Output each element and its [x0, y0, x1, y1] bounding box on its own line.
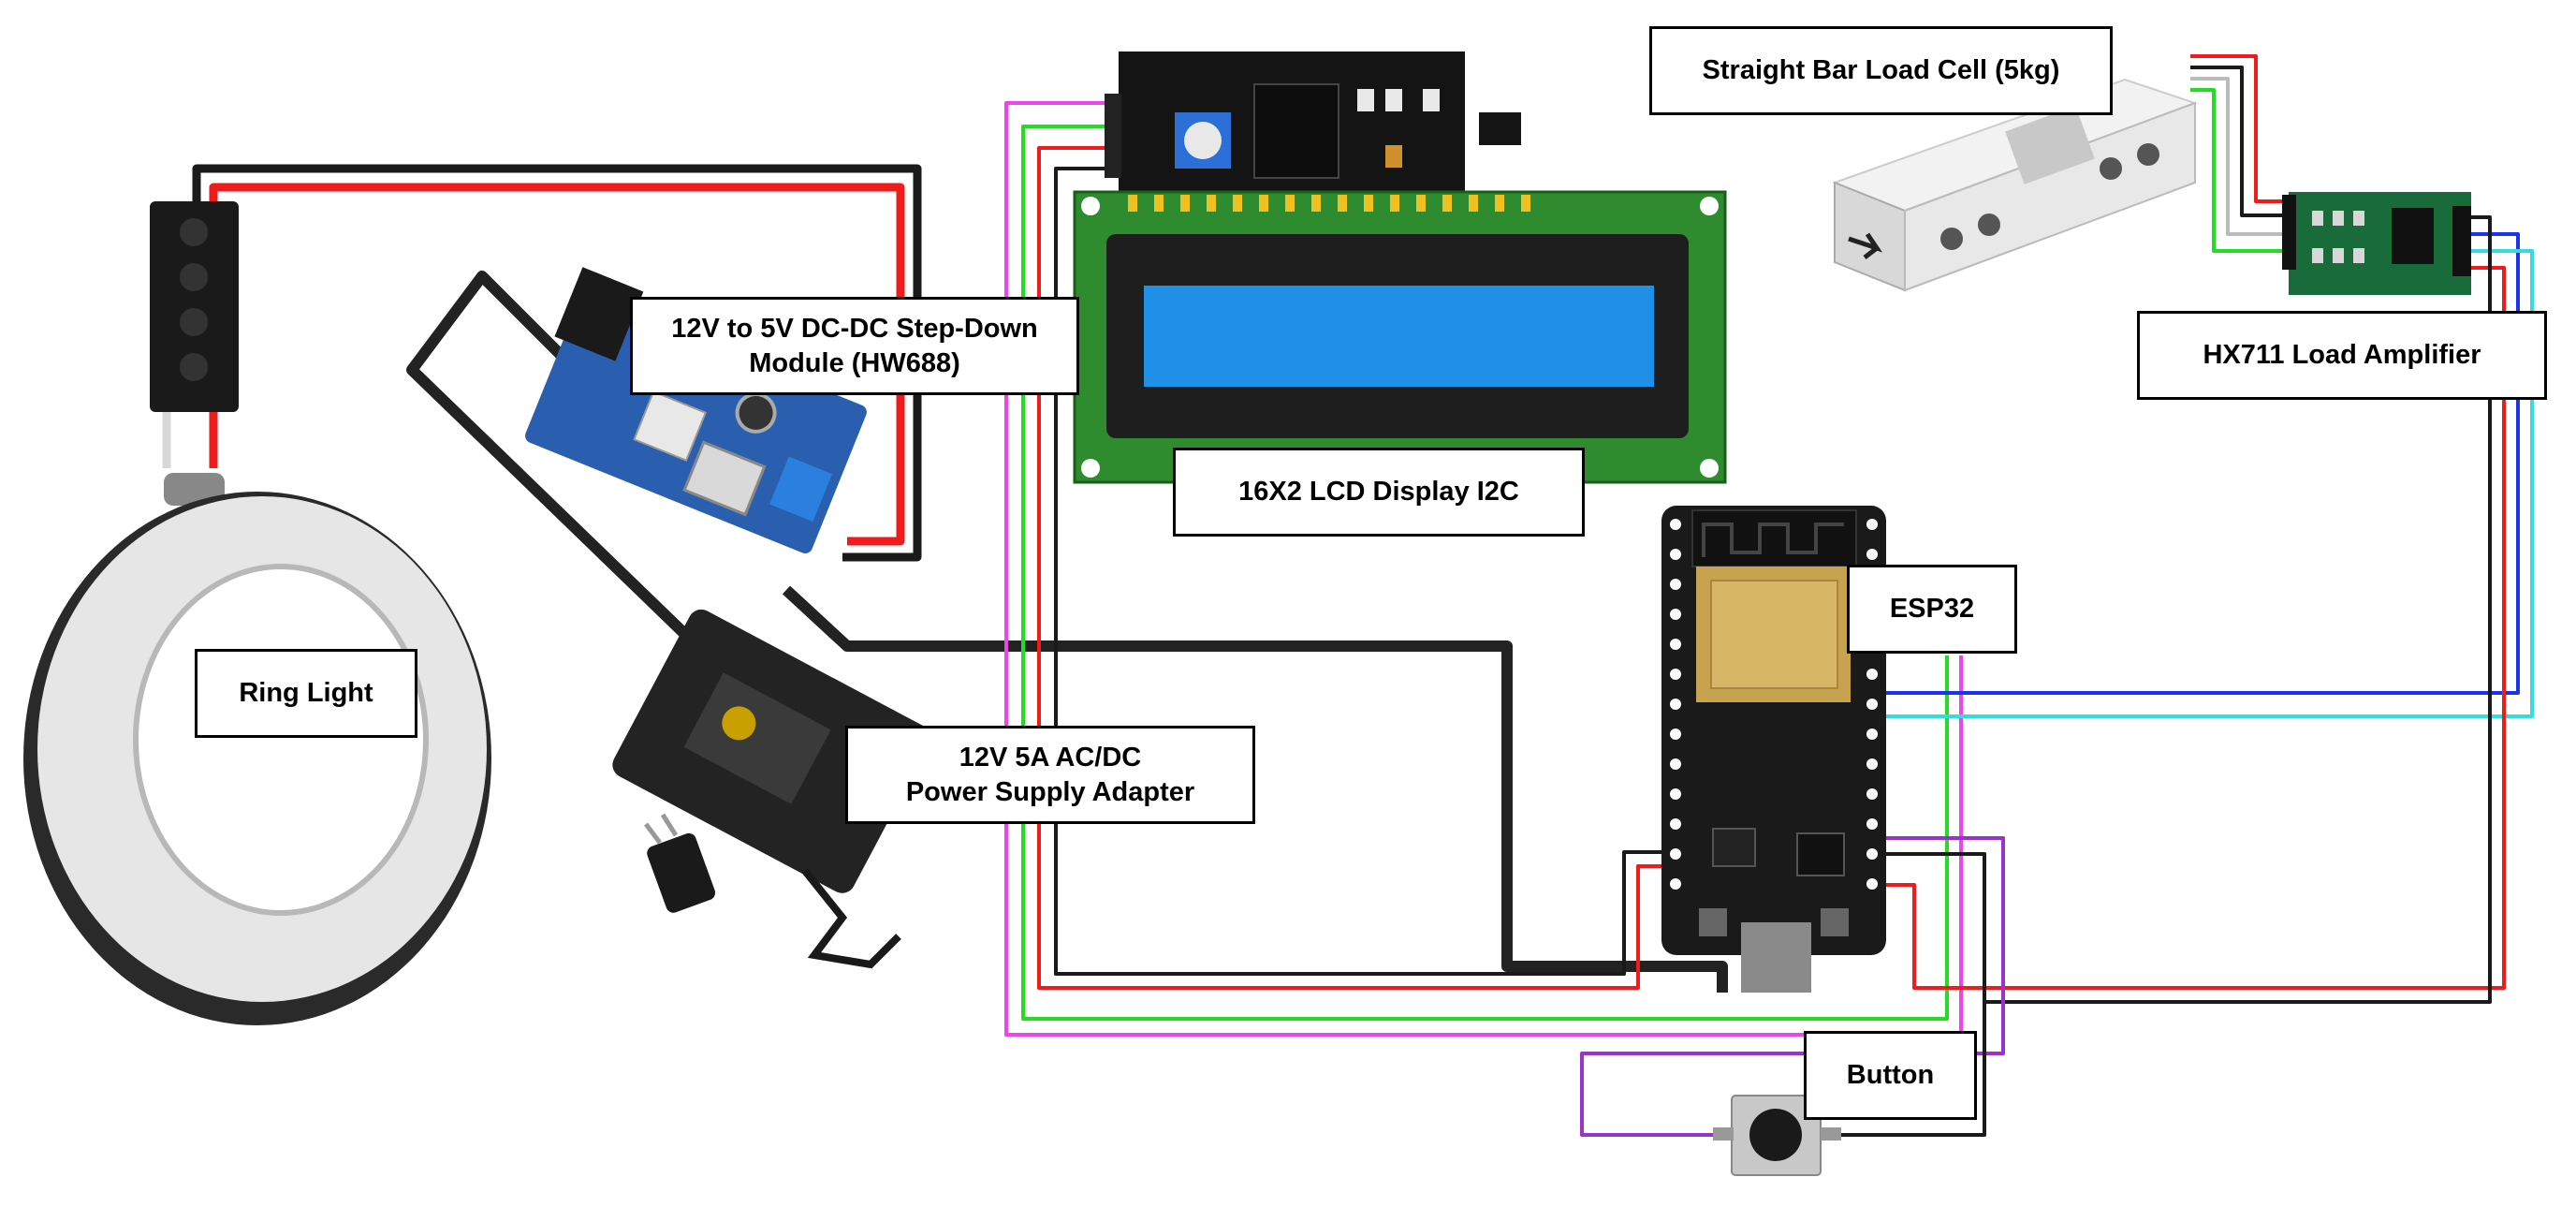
- esp32-usb-port: [1741, 922, 1811, 993]
- load-cell-side: [1904, 101, 2196, 292]
- hx711-chip: [2392, 208, 2434, 264]
- ring-light-inner: [133, 564, 429, 916]
- ring-light-label-box: Ring Light: [195, 649, 417, 738]
- esp32-board: [1661, 506, 1886, 993]
- power-supply-ac-cord: [801, 868, 901, 969]
- button-purple-wire: [1580, 836, 2005, 1137]
- step-down-inductor: [633, 390, 708, 463]
- hx711-red-wire: [1886, 266, 2506, 990]
- esp32-left-pins: [1670, 519, 1681, 890]
- hx711-pcb: [2289, 192, 2471, 295]
- usb-power-cable: [782, 585, 1728, 993]
- hx711-cyan-wire: [1886, 249, 2534, 718]
- loadcell-red-wire: [2190, 54, 2289, 203]
- button-label-box: Button: [1804, 1031, 1977, 1120]
- esp32-antenna: [1691, 509, 1857, 567]
- button-black-wire: [1835, 852, 1986, 1137]
- loadcell-white-wire: [2190, 77, 2289, 236]
- usb-port: [682, 440, 767, 517]
- ring-light-red-wire: [209, 183, 905, 546]
- i2c-chip: [1253, 83, 1339, 179]
- power-supply-cable: [406, 271, 702, 651]
- ac-plug: [647, 832, 716, 913]
- esp32-en-button: [1699, 908, 1727, 936]
- step-down-label-box: 12V to 5V DC-DC Step-Down Module (HW688): [630, 297, 1079, 395]
- hx711-black-wire: [1984, 215, 2492, 1004]
- lcd-red-wire: [1037, 146, 1676, 990]
- hx711-blue-wire: [1886, 232, 2520, 695]
- ring-light: [23, 201, 491, 1025]
- loadcell-green-wire: [2190, 88, 2289, 253]
- lcd-black-wire: [1054, 167, 1676, 976]
- esp32-label-box: ESP32: [1847, 565, 2017, 654]
- wires: [162, 54, 2534, 1137]
- ring-light-black-wire: [192, 164, 922, 562]
- step-down-output-terminal: [769, 456, 833, 523]
- hx711-label-box: HX711 Load Amplifier: [2137, 311, 2547, 400]
- push-button-cap: [1749, 1109, 1802, 1161]
- barrel-jack: [554, 267, 644, 361]
- push-button: [1713, 1095, 1841, 1176]
- power-supply-label-box: 12V 5A AC/DC Power Supply Adapter: [845, 726, 1255, 824]
- lcd-label-box: 16X2 LCD Display I2C: [1173, 448, 1585, 537]
- lcd-display: [1073, 52, 1727, 484]
- esp32-regulator: [1712, 828, 1756, 867]
- lcd-green-wire: [1021, 125, 1949, 1021]
- hx711-module: [2282, 192, 2471, 295]
- loadcell-black-wire: [2190, 66, 2289, 217]
- step-down-capacitor: [735, 391, 777, 434]
- esp32-usb-chip: [1796, 832, 1845, 876]
- backlight-jumper: [1479, 112, 1521, 145]
- arrow-icon: [1848, 232, 1883, 259]
- esp32-boot-button: [1821, 908, 1849, 936]
- load-cell-label: [2005, 106, 2095, 184]
- lcd-screen: [1144, 286, 1654, 387]
- lcd-magenta-wire: [1004, 101, 1963, 1037]
- ring-light-connector: [150, 201, 239, 412]
- load-cell-label-box: Straight Bar Load Cell (5kg): [1649, 26, 2113, 115]
